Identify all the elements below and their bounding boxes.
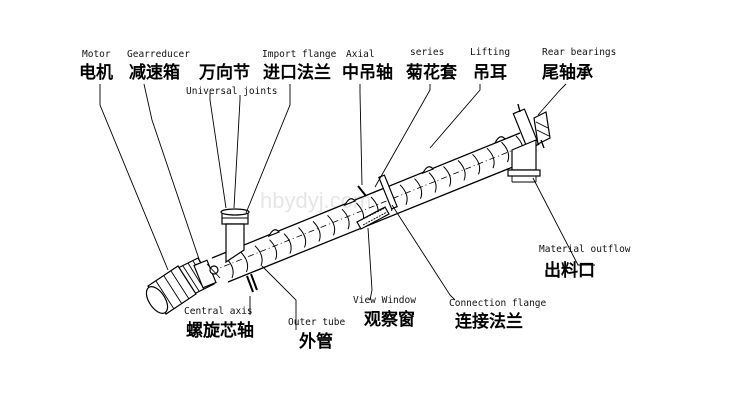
rear-bearing-assembly <box>512 103 551 150</box>
label-lifting-zh: 吊耳 <box>473 63 507 83</box>
label-gearreducer-en: Gearreducer <box>127 49 190 60</box>
lifting-lugs <box>267 136 506 238</box>
lifting-lug <box>493 136 506 145</box>
gearreducer-body <box>177 257 217 295</box>
label-motor-en: Motor <box>82 49 111 60</box>
label-axial-en: Axial <box>346 49 375 60</box>
label-central-axis-zh: 螺旋芯轴 <box>186 320 254 341</box>
screw-flight <box>486 147 495 169</box>
screw-flight <box>501 141 510 163</box>
screw-flight <box>428 172 437 193</box>
label-lifting-en: Lifting <box>470 47 510 58</box>
label-universal-joints-en: Universal joints <box>186 86 278 97</box>
screw-flight <box>414 178 423 199</box>
label-view-window-en: View Window <box>353 295 416 306</box>
conveyor-drawing <box>145 103 551 315</box>
material-outflow-spout <box>507 139 541 183</box>
screw-flight <box>254 245 263 266</box>
label-connection-flange-en: Connection flange <box>449 298 547 309</box>
label-import-flange-en: Import flange <box>262 49 337 60</box>
screw-flight <box>457 160 466 181</box>
lifting-lug <box>267 229 280 238</box>
screw-flight <box>298 227 307 248</box>
label-rear-bearings-en: Rear bearings <box>542 47 616 58</box>
label-universal-joints-zh: 万向节 <box>198 62 250 83</box>
label-series-zh: 菊花套 <box>406 62 458 83</box>
leader-lines <box>99 83 595 330</box>
screw-flight <box>283 233 292 254</box>
label-material-outflow-zh: 出料口 <box>544 260 595 281</box>
label-axial-zh: 中吊轴 <box>342 62 393 83</box>
label-outer-tube-en: Outer tube <box>288 317 345 328</box>
view-window <box>356 206 390 230</box>
label-rear-bearings-zh: 尾轴承 <box>542 62 593 83</box>
screw-flight <box>341 208 350 230</box>
label-series-en: series <box>410 47 444 58</box>
label-outer-tube-zh: 外管 <box>299 331 333 352</box>
lifting-lug <box>343 198 356 207</box>
label-central-axis-en: Central axis <box>184 306 253 317</box>
screw-flight <box>327 214 336 236</box>
lifting-lug <box>421 166 434 175</box>
central-axis-bearing <box>246 273 258 293</box>
screw-flight <box>443 166 452 187</box>
label-material-outflow-en: Material outflow <box>539 244 631 255</box>
screw-flight <box>472 153 481 175</box>
import-flange-inlet <box>220 208 250 264</box>
central-axis-line <box>199 135 549 277</box>
labels: Motor 电机 Gearreducer 减速箱 万向节 Universal j… <box>79 47 631 352</box>
label-connection-flange-zh: 连接法兰 <box>455 311 523 332</box>
universal-joint <box>206 263 221 279</box>
screw-flight <box>312 221 321 242</box>
label-view-window-zh: 观察窗 <box>363 309 415 330</box>
label-gearreducer-zh: 减速箱 <box>129 62 180 83</box>
screw-flight <box>269 239 278 260</box>
label-import-flange-zh: 进口法兰 <box>263 62 331 83</box>
axial-hanger-bearing <box>357 185 367 197</box>
screw-flight <box>399 184 408 205</box>
label-motor-zh: 电机 <box>79 62 113 83</box>
screw-flight <box>240 251 249 273</box>
motor-body <box>145 265 197 315</box>
connection-flange <box>378 174 398 210</box>
